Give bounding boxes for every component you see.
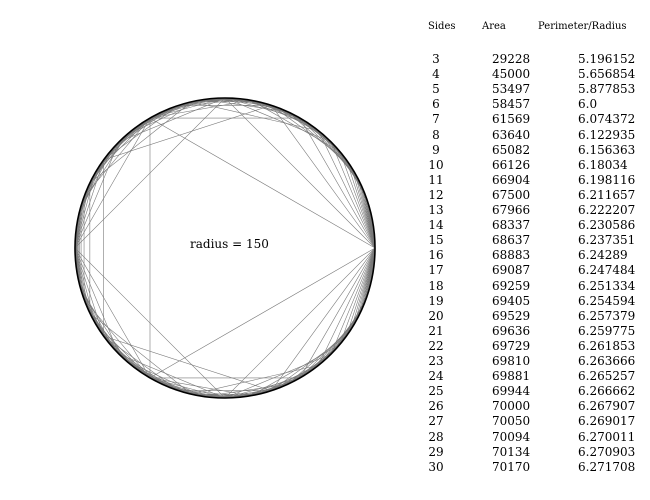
header-ratio: Perimeter/Radius (538, 21, 627, 32)
cell-ratio: 6.254594 (578, 293, 636, 308)
cell-area: 70000 (492, 399, 531, 414)
cell-ratio: 6.230586 (578, 218, 636, 233)
cell-area: 69881 (492, 369, 531, 384)
polygon-5-sides (103, 104, 376, 392)
cell-area: 67966 (492, 203, 531, 217)
cell-area: 69259 (492, 278, 531, 293)
cell-ratio: 6.24289 (578, 248, 628, 263)
cell-area: 67500 (492, 187, 531, 202)
cell-sides: 26 (428, 399, 444, 414)
header-area: Area (482, 21, 506, 32)
cell-sides: 21 (428, 323, 444, 338)
cell-ratio: 6.198116 (578, 172, 636, 187)
cell-sides: 23 (428, 354, 444, 368)
cell-sides: 24 (428, 369, 444, 384)
cell-ratio: 5.877853 (578, 82, 636, 97)
cell-sides: 6 (432, 97, 440, 112)
cell-ratio: 6.257379 (578, 308, 636, 323)
cell-area: 58457 (492, 97, 531, 112)
cell-area: 45000 (492, 67, 531, 82)
cell-sides: 3 (432, 52, 440, 66)
cell-sides: 28 (428, 429, 444, 444)
cell-area: 69636 (492, 323, 531, 338)
cell-area: 63640 (492, 127, 531, 142)
cell-ratio: 5.196152 (578, 52, 636, 66)
cell-ratio: 6.265257 (578, 369, 636, 384)
cell-area: 61569 (492, 112, 531, 127)
cell-area: 70134 (492, 444, 531, 459)
cell-sides: 14 (428, 218, 444, 233)
cell-ratio: 6.261853 (578, 338, 636, 353)
cell-ratio: 6.074372 (578, 112, 636, 127)
cell-area: 53497 (492, 82, 531, 97)
cell-area: 70094 (492, 429, 531, 444)
cell-sides: 5 (432, 82, 440, 97)
cell-ratio: 6.18034 (578, 157, 628, 172)
cell-sides: 30 (428, 459, 444, 474)
circumscribed-circle (74, 97, 376, 399)
cell-sides: 17 (428, 263, 444, 278)
cell-ratio: 6.263666 (578, 354, 636, 368)
cell-sides: 9 (432, 142, 440, 157)
cell-area: 29228 (492, 52, 531, 66)
cell-area: 70170 (492, 459, 531, 474)
cell-ratio: 6.267907 (578, 399, 636, 414)
radius-label: radius = 150 (190, 237, 269, 251)
cell-ratio: 6.122935 (578, 127, 636, 142)
cell-sides: 8 (432, 127, 440, 142)
polygon-7-sides (89, 101, 376, 395)
cell-sides: 22 (428, 338, 444, 353)
cell-sides: 25 (428, 384, 444, 399)
cell-ratio: 6.222207 (578, 203, 636, 217)
cell-area: 68883 (492, 248, 531, 263)
cell-ratio: 6.259775 (578, 323, 636, 338)
cell-ratio: 6.0 (578, 97, 598, 112)
cell-sides: 4 (432, 67, 440, 82)
cell-sides: 11 (428, 172, 444, 187)
cell-area: 68637 (492, 233, 531, 248)
cell-ratio: 6.271708 (578, 459, 636, 474)
cell-ratio: 6.251334 (578, 278, 636, 293)
cell-sides: 20 (428, 308, 444, 323)
cell-ratio: 6.156363 (578, 142, 636, 157)
polygon-3-sides (149, 117, 376, 379)
cell-area: 68337 (492, 218, 531, 233)
cell-area: 69529 (492, 308, 531, 323)
cell-area: 69729 (492, 338, 531, 353)
cell-sides: 7 (432, 112, 440, 127)
cell-area: 66904 (492, 172, 531, 187)
cell-ratio: 6.270903 (578, 444, 636, 459)
cell-ratio: 6.269017 (578, 414, 636, 429)
cell-area: 66126 (492, 157, 531, 172)
cell-ratio: 6.266662 (578, 384, 636, 399)
polygon-15-sides (77, 98, 376, 398)
cell-sides: 18 (428, 278, 444, 293)
cell-area: 69810 (492, 354, 531, 368)
cell-area: 70050 (492, 414, 531, 429)
cell-ratio: 6.211657 (578, 187, 636, 202)
cell-sides: 13 (428, 203, 444, 217)
cell-sides: 10 (428, 157, 444, 172)
cell-area: 65082 (492, 142, 531, 157)
cell-sides: 15 (428, 233, 444, 248)
cell-sides: 16 (428, 248, 444, 263)
cell-ratio: 6.237351 (578, 233, 636, 248)
cell-ratio: 5.656854 (578, 67, 636, 82)
header-sides: Sides (428, 21, 456, 32)
cell-ratio: 6.270011 (578, 429, 636, 444)
cell-area: 69944 (492, 384, 531, 399)
cell-ratio: 6.247484 (578, 263, 636, 278)
cell-sides: 29 (428, 444, 444, 459)
cell-area: 69087 (492, 263, 531, 278)
cell-sides: 27 (428, 414, 444, 429)
cell-sides: 19 (428, 293, 444, 308)
polygon-9-sides (83, 99, 376, 397)
cell-area: 69405 (492, 293, 531, 308)
cell-sides: 12 (428, 187, 444, 202)
